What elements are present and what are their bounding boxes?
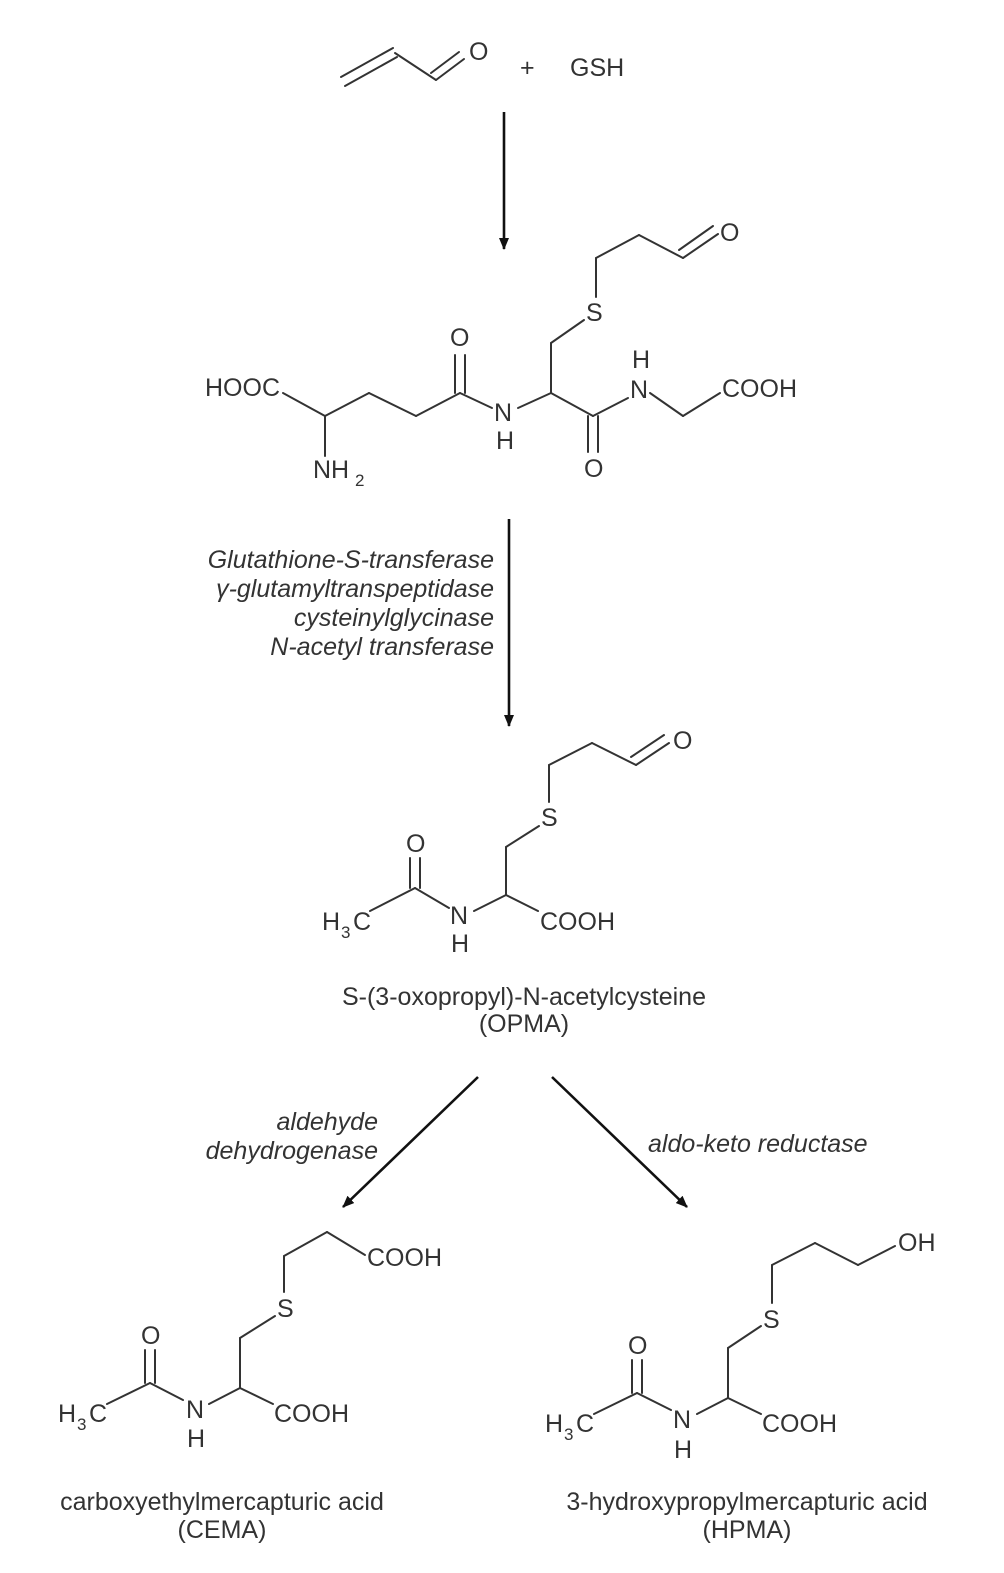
amide-hydrogen-label: H bbox=[451, 930, 469, 958]
side-chain-cooh-label: COOH bbox=[367, 1244, 442, 1272]
opma-abbr: (OPMA) bbox=[479, 1010, 569, 1038]
cooh-label: COOH bbox=[722, 375, 797, 403]
acetyl-oxygen-label: O bbox=[141, 1322, 160, 1350]
cema-abbr: (CEMA) bbox=[178, 1516, 267, 1544]
arrow-to-cema bbox=[342, 1076, 479, 1208]
cema-structure: H 3 C O N H S COOH COOH bbox=[58, 1231, 442, 1453]
enzyme-aldehyde-dehydrogenase-line1: aldehyde bbox=[277, 1108, 378, 1136]
glycine-hydrogen-label: H bbox=[632, 346, 650, 374]
methyl-h-label: H bbox=[322, 908, 340, 936]
methyl-subscript: 3 bbox=[564, 1425, 573, 1444]
sulfur-label: S bbox=[277, 1295, 294, 1323]
acetyl-oxygen-label: O bbox=[628, 1332, 647, 1360]
nh2-subscript: 2 bbox=[355, 471, 364, 490]
amide-nitrogen-label: N bbox=[673, 1406, 691, 1434]
aldehyde-oxygen-label: O bbox=[720, 219, 739, 247]
amide-hydrogen-label: H bbox=[674, 1436, 692, 1464]
acrolein-oxygen-label: O bbox=[469, 38, 488, 66]
enzyme-ggt: γ-glutamyltranspeptidase bbox=[216, 575, 494, 603]
cooh-label: COOH bbox=[274, 1400, 349, 1428]
cooh-label: COOH bbox=[762, 1410, 837, 1438]
enzyme-list: Glutathione-S-transferase γ-glutamyltran… bbox=[208, 546, 494, 661]
cooh-label: COOH bbox=[540, 908, 615, 936]
methyl-c-label: C bbox=[89, 1400, 107, 1428]
amide-nitrogen-label: N bbox=[494, 399, 512, 427]
hooc-label: HOOC bbox=[205, 374, 280, 402]
methyl-h-label: H bbox=[545, 1410, 563, 1438]
gsh-conjugate-structure: HOOC NH 2 O N H S O O H N COOH bbox=[205, 219, 797, 490]
hydroxyl-label: OH bbox=[898, 1229, 936, 1257]
aldehyde-oxygen-label: O bbox=[673, 727, 692, 755]
methyl-c-label: C bbox=[576, 1410, 594, 1438]
hpma-abbr: (HPMA) bbox=[703, 1516, 792, 1544]
amide-nitrogen-label: N bbox=[186, 1396, 204, 1424]
methyl-h-label: H bbox=[58, 1400, 76, 1428]
amide-hydrogen-label: H bbox=[187, 1425, 205, 1453]
opma-name: S-(3-oxopropyl)-N-acetylcysteine bbox=[342, 983, 706, 1011]
glycine-nitrogen-label: N bbox=[630, 376, 648, 404]
gsh-label: GSH bbox=[570, 54, 624, 82]
acetyl-oxygen-label: O bbox=[406, 830, 425, 858]
opma-structure: H 3 C O N H S O COOH bbox=[322, 727, 692, 958]
plus-sign: + bbox=[520, 54, 535, 82]
methyl-subscript: 3 bbox=[77, 1415, 86, 1434]
enzyme-aldo-keto-reductase: aldo-keto reductase bbox=[648, 1130, 868, 1158]
arrow-to-hpma bbox=[551, 1076, 688, 1208]
nh2-label: NH bbox=[313, 456, 349, 484]
enzyme-aldehyde-dehydrogenase-line2: dehydrogenase bbox=[206, 1137, 378, 1165]
carbonyl-oxygen-label: O bbox=[450, 324, 469, 352]
methyl-subscript: 3 bbox=[341, 923, 350, 942]
enzyme-gst: Glutathione-S-transferase bbox=[208, 546, 494, 574]
amide-hydrogen-label: H bbox=[496, 427, 514, 455]
hpma-name: 3-hydroxypropylmercapturic acid bbox=[566, 1488, 927, 1516]
enzyme-n-acetyl-transferase: N-acetyl transferase bbox=[270, 633, 494, 661]
acrolein-structure: O bbox=[340, 38, 488, 87]
sulfur-label: S bbox=[541, 804, 558, 832]
enzyme-cysteinylglycinase: cysteinylglycinase bbox=[294, 604, 494, 632]
hpma-structure: H 3 C O N H S OH COOH bbox=[545, 1229, 936, 1464]
carbonyl-oxygen-label-2: O bbox=[584, 455, 603, 483]
sulfur-label: S bbox=[586, 299, 603, 327]
amide-nitrogen-label: N bbox=[450, 902, 468, 930]
sulfur-label: S bbox=[763, 1306, 780, 1334]
methyl-c-label: C bbox=[353, 908, 371, 936]
cema-name: carboxyethylmercapturic acid bbox=[60, 1488, 384, 1516]
